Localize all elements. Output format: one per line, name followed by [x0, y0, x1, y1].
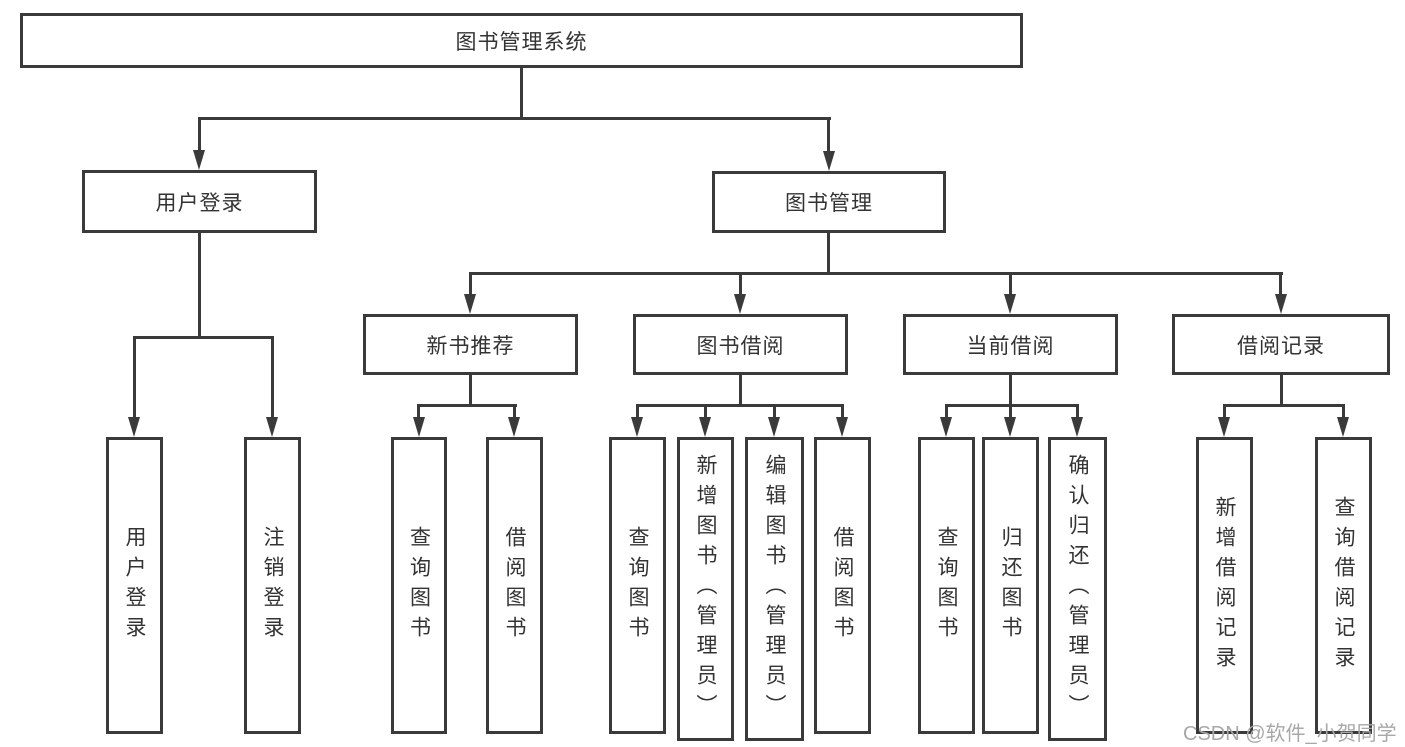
leaf-borrowing-borrow-book: 借阅图书 [814, 437, 871, 734]
connector-vline [1279, 272, 1282, 294]
node-label: 用户登录 [155, 191, 244, 215]
arrowhead-down-icon [734, 294, 746, 314]
leaf-label: 借阅图书 [831, 525, 854, 646]
leaf-add-book-admin: 新增图书（管理员） [677, 437, 734, 741]
connector-vline [1076, 404, 1079, 418]
leaf-logout: 注销登录 [244, 437, 301, 734]
connector-vline [520, 68, 523, 118]
node-current-borrowing: 当前借阅 [903, 314, 1118, 375]
leaf-edit-book-admin: 编辑图书（管理员） [745, 437, 804, 741]
connector-vline [133, 336, 136, 418]
arrowhead-down-icon [1004, 294, 1016, 314]
connector-vline [1342, 404, 1345, 418]
connector-vline [417, 404, 420, 418]
node-label: 借阅记录 [1237, 334, 1325, 358]
leaf-label: 确认归还（管理员） [1066, 454, 1089, 724]
connector-hline [469, 272, 1283, 275]
arrowhead-down-icon [508, 417, 520, 437]
leaf-user-login: 用户登录 [106, 437, 163, 734]
node-label: 图书管理 [785, 192, 873, 215]
arrowhead-down-icon [631, 417, 643, 437]
leaf-recommend-borrow-book: 借阅图书 [486, 437, 543, 734]
connector-vline [1009, 272, 1012, 294]
node-label: 新书推荐 [426, 334, 515, 358]
connector-vline [945, 404, 948, 418]
leaf-return-book: 归还图书 [982, 437, 1039, 734]
leaf-label: 借阅图书 [503, 525, 526, 646]
leaf-label: 新增图书（管理员） [694, 454, 717, 724]
leaf-label: 查询图书 [935, 525, 958, 646]
leaf-label: 注销登录 [261, 525, 284, 646]
node-label: 当前借阅 [966, 334, 1055, 358]
node-borrowing-records: 借阅记录 [1172, 314, 1390, 375]
arrowhead-down-icon [266, 417, 278, 437]
connector-vline [773, 404, 776, 418]
node-user-login: 用户登录 [82, 170, 317, 233]
leaf-label: 归还图书 [999, 525, 1022, 646]
connector-vline [469, 272, 472, 294]
connector-hline [417, 404, 517, 407]
arrowhead-down-icon [940, 417, 952, 437]
connector-vline [1009, 375, 1012, 404]
connector-vline [636, 404, 639, 418]
arrowhead-down-icon [823, 151, 835, 171]
connector-vline [827, 233, 830, 272]
node-book-borrowing: 图书借阅 [633, 314, 848, 375]
arrowhead-down-icon [464, 294, 476, 314]
connector-vline [1009, 404, 1012, 418]
connector-vline [841, 404, 844, 418]
leaf-label: 查询图书 [407, 525, 431, 646]
leaf-current-query-book: 查询图书 [918, 437, 975, 734]
connector-hline [636, 404, 844, 407]
connector-vline [513, 404, 516, 418]
leaf-label: 编辑图书（管理员） [763, 454, 786, 724]
node-new-book-recommendation: 新书推荐 [363, 314, 578, 375]
node-label: 图书借阅 [696, 334, 785, 358]
arrowhead-down-icon [836, 417, 848, 437]
arrowhead-down-icon [1004, 417, 1016, 437]
arrowhead-down-icon [699, 417, 711, 437]
leaf-query-borrow-record: 查询借阅记录 [1315, 437, 1372, 734]
connector-hline [945, 404, 1079, 407]
connector-vline [1223, 404, 1226, 418]
connector-vline [469, 375, 472, 404]
arrowhead-down-icon [768, 417, 780, 437]
connector-vline [198, 233, 201, 336]
connector-vline [739, 272, 742, 294]
connector-vline [271, 336, 274, 418]
leaf-label: 新增借阅记录 [1213, 495, 1236, 676]
connector-vline [198, 117, 201, 151]
leaf-confirm-return-admin: 确认归还（管理员） [1048, 437, 1107, 741]
connector-hline [198, 117, 831, 120]
arrowhead-down-icon [128, 417, 140, 437]
connector-vline [1280, 375, 1283, 404]
arrowhead-down-icon [1337, 417, 1349, 437]
leaf-borrowing-query-book: 查询图书 [609, 437, 666, 734]
arrowhead-down-icon [1071, 417, 1083, 437]
leaf-add-borrow-record: 新增借阅记录 [1196, 437, 1253, 734]
connector-vline [827, 117, 830, 151]
connector-hline [133, 336, 274, 339]
arrowhead-down-icon [413, 417, 425, 437]
leaf-recommend-query-book: 查询图书 [391, 437, 447, 734]
connector-vline [704, 404, 707, 418]
leaf-label: 查询借阅记录 [1332, 495, 1355, 676]
node-book-management: 图书管理 [712, 171, 946, 233]
leaf-label: 用户登录 [123, 525, 146, 646]
arrowhead-down-icon [1275, 294, 1287, 314]
leaf-label: 查询图书 [626, 525, 649, 646]
node-library-management-system: 图书管理系统 [20, 13, 1023, 68]
connector-vline [739, 375, 742, 404]
connector-hline [1223, 404, 1345, 407]
node-label: 图书管理系统 [455, 30, 588, 54]
arrowhead-down-icon [1218, 417, 1230, 437]
arrowhead-down-icon [193, 150, 205, 170]
csdn-watermark: CSDN @软件_小贺同学 [1183, 723, 1397, 745]
